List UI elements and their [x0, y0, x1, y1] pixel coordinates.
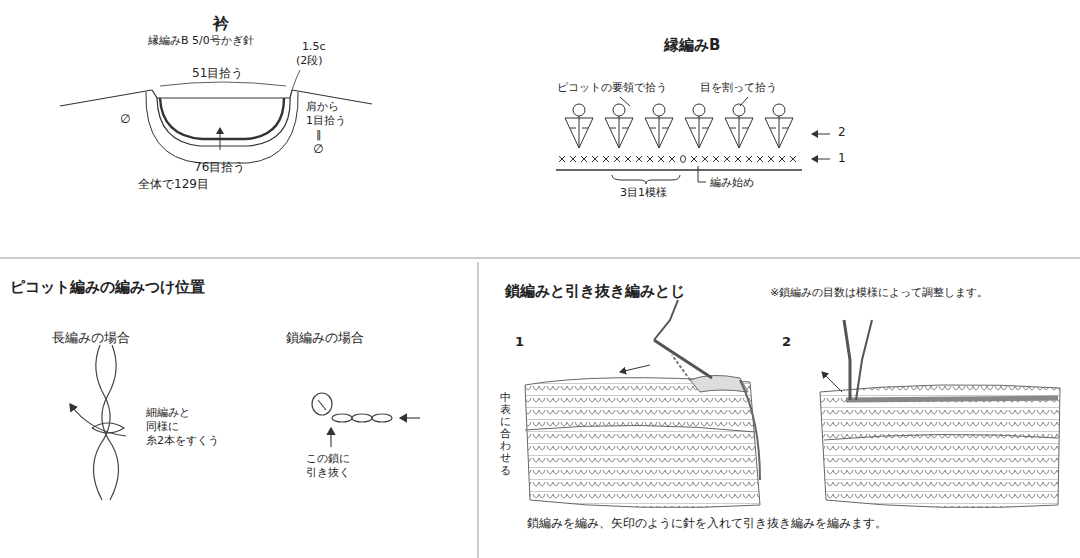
- dimension: (2段): [296, 54, 323, 68]
- note: 中表に合わせる: [500, 392, 511, 477]
- note: 肩から: [306, 100, 339, 114]
- row-number: 2: [838, 125, 846, 140]
- note: 目を割って拾う: [700, 81, 777, 95]
- seam-drawing: [525, 300, 1060, 508]
- collar-drawing: [60, 70, 372, 163]
- note: 細編みと 同様に 糸2本をすくう: [146, 406, 226, 447]
- section-title: 鎖編みと引き抜き編みとじ: [505, 282, 685, 301]
- symbol: ‖: [316, 128, 322, 142]
- chain-drawing: [312, 393, 420, 447]
- count-label: 全体で129目: [138, 177, 209, 192]
- note: ピコットの要領で拾う: [557, 81, 667, 95]
- part-note: 縁編みB 5/0号かぎ針: [148, 34, 254, 48]
- caption-note: 鎖編みを編み、矢印のように針を入れて引き抜き編みを編みます。: [527, 516, 887, 531]
- symbol: ∅: [120, 112, 130, 127]
- treble-stitch-drawing: [70, 345, 126, 500]
- note: 編み始め: [710, 176, 754, 190]
- case-heading: 鎖編みの場合: [286, 330, 364, 346]
- step-number: 1: [515, 334, 524, 350]
- part-title: 衿: [213, 14, 229, 34]
- dimension: 1.5c: [302, 40, 326, 54]
- symbol: ∅: [313, 142, 323, 157]
- stitch-chart: [556, 97, 832, 184]
- note: 1目拾う: [306, 114, 346, 128]
- case-heading: 長編みの場合: [52, 330, 130, 346]
- row-number: 1: [838, 151, 846, 166]
- count-label: 51目拾う: [192, 66, 243, 81]
- step-number: 2: [782, 334, 791, 350]
- note: ※鎖編みの目数は模様によって調整します。: [770, 286, 988, 300]
- repeat-label: 3目1模様: [620, 186, 667, 200]
- count-label: 76目拾う: [194, 160, 245, 175]
- note: この鎖に 引き抜く: [306, 452, 376, 480]
- chart-title: 縁編みB: [664, 36, 720, 55]
- section-title: ピコット編みの編みつけ位置: [10, 278, 205, 297]
